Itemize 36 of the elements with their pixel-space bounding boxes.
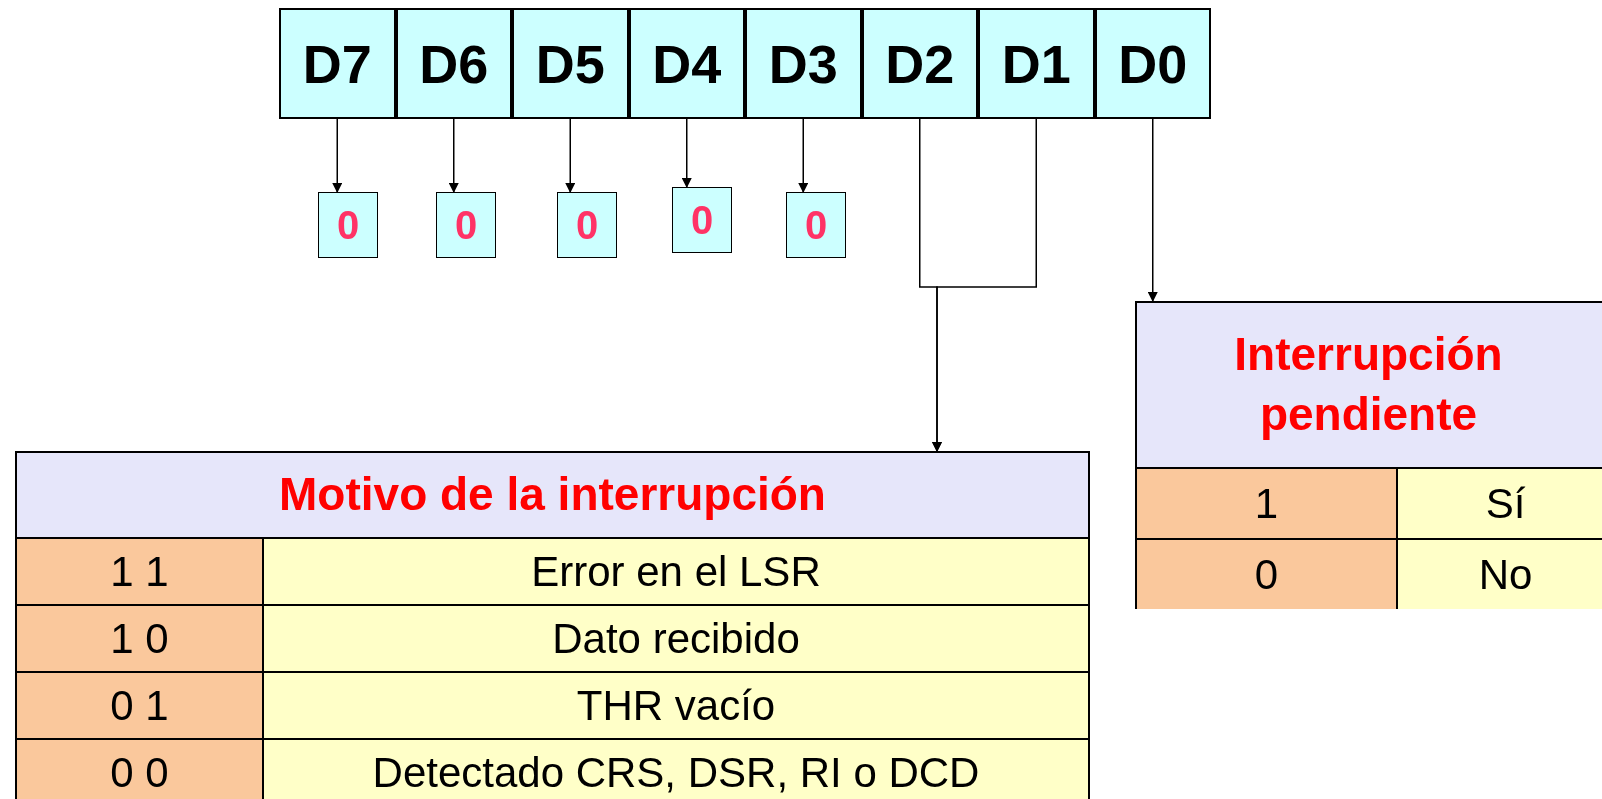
arrow xyxy=(1147,118,1158,302)
register-bit-cell: D1 xyxy=(978,8,1095,119)
bit-value-box: 0 xyxy=(436,192,496,258)
meaning-cell: Error en el LSR xyxy=(264,537,1088,604)
register-bit-cell: D5 xyxy=(512,8,629,119)
code-cell: 1 1 xyxy=(17,537,264,604)
register-bit-cell: D7 xyxy=(279,8,396,119)
arrow xyxy=(448,118,459,193)
register-bit-cell: D2 xyxy=(861,8,978,119)
arrow xyxy=(932,118,1037,452)
meaning-cell: Sí xyxy=(1398,467,1602,538)
interrupt-reason-table xyxy=(15,451,1090,799)
register-bit-cell: D6 xyxy=(395,8,512,119)
table-heading: Interrupción pendiente xyxy=(1233,327,1504,442)
code-cell: 0 1 xyxy=(17,671,264,738)
bit-value-box: 0 xyxy=(786,192,846,258)
bit-value-box: 0 xyxy=(318,192,378,258)
register-bit-cell: D4 xyxy=(628,8,745,119)
table-heading: Motivo de la interrupción xyxy=(279,467,826,523)
arrow xyxy=(565,118,576,193)
meaning-cell: Dato recibido xyxy=(264,604,1088,671)
meaning-cell: Detectado CRS, DSR, RI o DCD xyxy=(264,738,1088,799)
arrow xyxy=(681,118,692,188)
register-bit-cell: D3 xyxy=(745,8,862,119)
code-cell: 0 xyxy=(1137,538,1398,609)
bit-value-box: 0 xyxy=(557,192,617,258)
code-cell: 1 xyxy=(1137,467,1398,538)
arrow xyxy=(798,118,809,193)
meaning-cell: No xyxy=(1398,538,1602,609)
code-cell: 1 0 xyxy=(17,604,264,671)
meaning-cell: THR vacío xyxy=(264,671,1088,738)
bit-value-box: 0 xyxy=(672,187,732,253)
register-bit-cell: D0 xyxy=(1094,8,1211,119)
code-cell: 0 0 xyxy=(17,738,264,799)
arrow xyxy=(332,118,343,193)
interrupt-pending-table xyxy=(1135,301,1602,609)
